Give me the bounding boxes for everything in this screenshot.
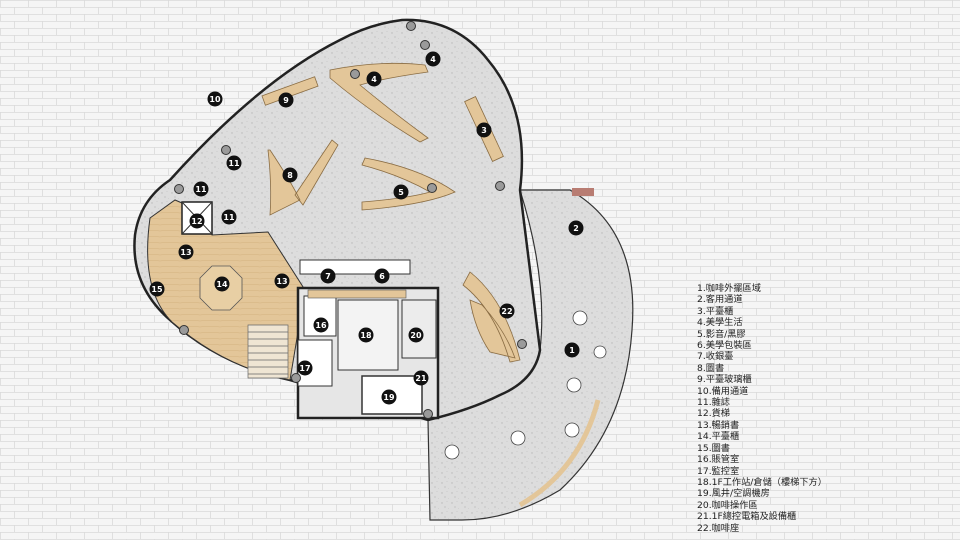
legend-item: 3.平臺櫃 — [697, 305, 734, 317]
svg-text:16: 16 — [315, 321, 327, 330]
legend-item: 20.咖啡操作區 — [697, 499, 758, 511]
marker-11c: 11 — [221, 209, 237, 225]
marker-19: 19 — [381, 389, 397, 405]
legend-item: 2.客用通道 — [697, 294, 743, 306]
legend-item: 13.暢銷書 — [697, 419, 740, 431]
svg-text:18: 18 — [360, 331, 372, 340]
terrace-tables — [444, 310, 607, 460]
legend-item: 1.咖啡外擺區域 — [697, 283, 761, 294]
legend-item: 15.圖書 — [697, 442, 730, 454]
svg-text:22: 22 — [501, 307, 512, 316]
marker-11a: 11 — [226, 155, 242, 171]
legend-item: 12.貨梯 — [697, 408, 730, 420]
svg-text:7: 7 — [325, 272, 331, 281]
svg-text:3: 3 — [481, 126, 487, 135]
legend-item: 5.影音/黑膠 — [697, 328, 746, 340]
marker-11b: 11 — [193, 181, 209, 197]
svg-text:17: 17 — [299, 364, 310, 373]
marker-18: 18 — [358, 327, 374, 343]
marker-8: 8 — [282, 167, 298, 183]
marker-17: 17 — [297, 360, 313, 376]
display-counter-4 — [329, 62, 429, 143]
marker-10: 10 — [207, 91, 223, 107]
columns — [174, 21, 527, 419]
terrace-edge-wood — [518, 399, 601, 508]
service-counter — [307, 289, 407, 299]
marker-13b: 13 — [274, 273, 290, 289]
marker-4a: 4 — [425, 51, 441, 67]
marker-4b: 4 — [366, 71, 382, 87]
marker-21: 21 — [413, 370, 429, 386]
room-19 — [361, 375, 423, 415]
marker-3: 3 — [476, 122, 492, 138]
svg-text:10: 10 — [209, 95, 221, 104]
legend-item: 18.1F工作站/倉儲（樓梯下方） — [697, 476, 827, 488]
svg-text:15: 15 — [151, 285, 163, 294]
marker-20: 20 — [408, 327, 424, 343]
staircase — [247, 324, 289, 379]
svg-text:11: 11 — [228, 159, 240, 168]
svg-text:13: 13 — [276, 277, 287, 286]
marker-15: 15 — [149, 281, 165, 297]
marker-22: 22 — [499, 303, 515, 319]
marker-5: 5 — [393, 184, 409, 200]
legend-item: 16.賬管室 — [697, 454, 740, 466]
legend-item: 19.風井/空調機房 — [697, 488, 770, 500]
display-counter-5 — [361, 157, 456, 211]
svg-text:8: 8 — [287, 171, 293, 180]
cashier-counter — [299, 259, 411, 275]
legend-list: 1.咖啡外擺區域 2.客用通道 3.平臺櫃 4.美學生活 5.影音/黑膠 6.美… — [697, 283, 827, 534]
svg-text:12: 12 — [191, 217, 202, 226]
svg-text:6: 6 — [379, 272, 385, 281]
terrace-accent — [572, 188, 594, 196]
marker-9: 9 — [278, 92, 294, 108]
marker-13a: 13 — [178, 244, 194, 260]
legend-item: 6.美學包裝區 — [697, 340, 752, 352]
svg-text:20: 20 — [410, 331, 422, 340]
marker-2: 2 — [568, 220, 584, 236]
legend-item: 22.咖啡座 — [697, 522, 740, 534]
svg-text:21: 21 — [415, 374, 427, 383]
svg-text:11: 11 — [223, 213, 235, 222]
marker-16: 16 — [313, 317, 329, 333]
legend-item: 14.平臺櫃 — [697, 431, 740, 443]
display-counter-22 — [462, 271, 521, 363]
svg-text:14: 14 — [216, 280, 228, 289]
legend-item: 8.圖書 — [697, 362, 725, 374]
svg-text:1: 1 — [569, 346, 575, 355]
svg-text:2: 2 — [573, 224, 579, 233]
marker-7: 7 — [320, 268, 336, 284]
legend-item: 9.平臺玻璃櫃 — [697, 374, 752, 386]
legend-item: 21.1F總控電箱及設備櫃 — [697, 511, 797, 523]
marker-12: 12 — [189, 213, 205, 229]
legend-item: 7.收銀臺 — [697, 351, 734, 363]
marker-6: 6 — [374, 268, 390, 284]
svg-text:13: 13 — [180, 248, 191, 257]
svg-text:4: 4 — [371, 75, 377, 84]
legend-item: 17.監控室 — [697, 465, 740, 477]
marker-14: 14 — [214, 276, 230, 292]
display-counter-8 — [267, 139, 339, 216]
legend-item: 4.美學生活 — [697, 317, 743, 329]
svg-text:4: 4 — [430, 55, 436, 64]
svg-text:11: 11 — [195, 185, 207, 194]
svg-text:5: 5 — [398, 188, 404, 197]
legend-item: 10.備用通道 — [697, 385, 749, 397]
legend-item: 11.雜誌 — [697, 397, 730, 409]
svg-text:19: 19 — [383, 393, 395, 402]
svg-text:9: 9 — [283, 96, 289, 105]
marker-1: 1 — [564, 342, 580, 358]
